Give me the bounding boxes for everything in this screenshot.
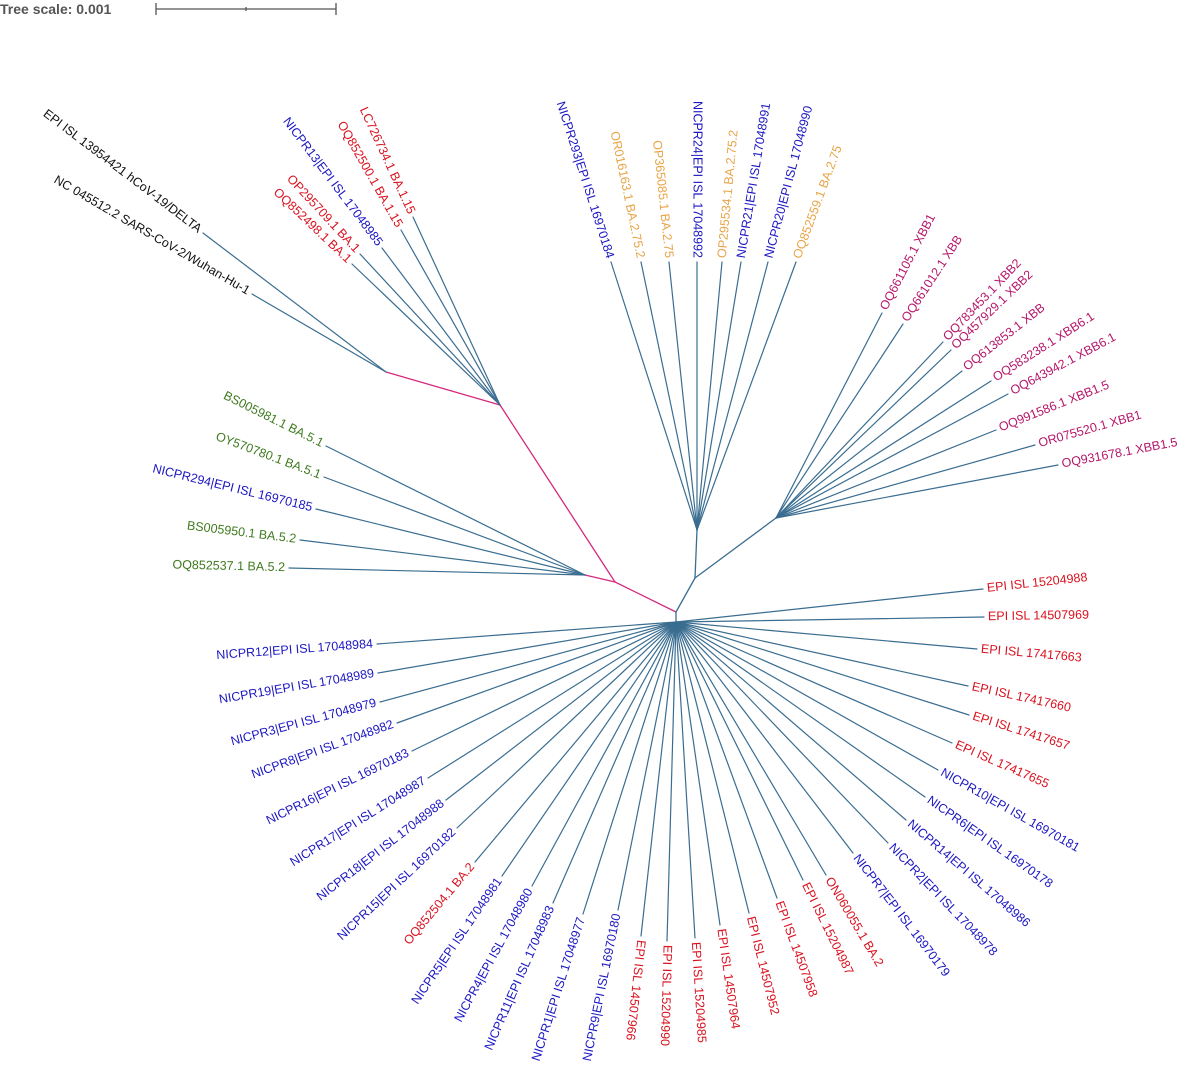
leaf-label: NICPR10|EPI ISL 16970181: [938, 765, 1082, 854]
leaf-branch: [379, 621, 677, 703]
leaf-label: EPI ISL 14507964: [714, 928, 742, 1030]
leaf-branch: [640, 261, 698, 531]
branch-ba5-clade: [584, 574, 616, 583]
branch-ba1-clade: [499, 404, 616, 583]
leaf-branch: [675, 621, 696, 939]
leaf-label: OP365085.1 BA.2.75: [650, 140, 676, 259]
leaf-label: NICPR7|EPI ISL 16970179: [850, 852, 952, 980]
leaf-label: EPI ISL 15204990: [658, 945, 675, 1046]
leaf-branch: [377, 621, 677, 674]
leaf-label: NICPR24|EPI ISL 17048992: [691, 101, 705, 258]
leaf-label: EPI ISL 17417657: [971, 709, 1072, 753]
leaf-branch: [427, 621, 677, 779]
leaf-label: OQ852537.1 BA.5.2: [172, 558, 285, 575]
leaf-branch: [675, 621, 804, 881]
leaf-branch: [675, 621, 907, 821]
leaf-label: EPI ISL 15204988: [986, 570, 1088, 595]
tree-scale: Tree scale: 0.001: [0, 1, 337, 17]
leaf-branch: [675, 621, 889, 844]
leaf-label: NICPR9|EPI ISL 16970180: [580, 912, 623, 1062]
leaf-label: NICPR19|EPI ISL 17048989: [218, 666, 375, 706]
leaf-branch: [299, 539, 586, 576]
branch-root-ba5-ba1: [614, 581, 677, 613]
leaf-branch: [775, 393, 1009, 519]
branch-xbb-clade: [694, 517, 777, 579]
leaf-branch: [400, 229, 501, 406]
leaf-branch: [323, 476, 586, 576]
leaf-branch: [696, 261, 742, 531]
leaf-branch: [315, 508, 586, 576]
leaf-branch: [288, 567, 586, 576]
leaf-branch: [775, 341, 944, 519]
leaf-branch: [445, 621, 677, 801]
leaf-branch: [696, 261, 797, 531]
leaf-label: NICPR293|EPI ISL 16970184: [554, 100, 617, 260]
leaf-branch: [456, 621, 677, 829]
leaf-branch: [666, 621, 677, 942]
leaf-branch: [202, 232, 387, 373]
leaf-label: OQ931678.1 XBB1.5: [1061, 435, 1179, 470]
leaf-branch: [501, 621, 677, 877]
leaf-label: EPI ISL 14507952: [744, 915, 782, 1016]
leaf-branch: [696, 261, 769, 531]
leaf-branch: [376, 621, 677, 645]
leaf-label: OQ661105.1 XBB1: [877, 212, 938, 313]
leaf-branch: [675, 621, 969, 687]
leaf-branch: [675, 621, 970, 716]
leaf-branch: [412, 216, 501, 406]
leaf-branch: [610, 261, 698, 531]
leaf-branch: [775, 444, 1036, 519]
tree-branches: [202, 216, 1059, 942]
branch-delta-wuhan: [385, 371, 501, 406]
leaf-branch: [668, 261, 698, 531]
leaf-branch: [675, 621, 854, 854]
leaf-branch: [411, 621, 677, 752]
leaf-branch: [675, 588, 984, 623]
leaf-label: OR016163.1 BA.2.75.2: [608, 130, 648, 259]
leaf-branch: [775, 349, 952, 519]
leaf-branch: [775, 370, 963, 519]
leaf-label: EPI ISL 17417663: [980, 642, 1082, 665]
leaf-branch: [359, 253, 501, 406]
leaf-branch: [381, 247, 501, 406]
leaf-label: EPI ISL 14507966: [623, 939, 648, 1041]
tree-scale-label: Tree scale: 0.001: [0, 1, 112, 17]
leaf-branch: [675, 621, 721, 926]
leaf-branch: [675, 621, 926, 798]
leaf-branch: [474, 621, 677, 863]
leaf-branch: [775, 312, 883, 519]
leaf-branch: [640, 621, 677, 937]
leaf-branch: [396, 621, 677, 724]
leaf-branch: [675, 621, 827, 876]
leaf-branch: [325, 445, 586, 576]
leaf-label: NICPR5|EPI ISL 17048981: [409, 875, 505, 1007]
leaf-branch: [775, 464, 1059, 519]
leaf-branch: [617, 621, 677, 911]
leaf-branch: [675, 621, 978, 650]
leaf-label: EPI ISL 17417660: [971, 679, 1073, 714]
leaf-label: NICPR12|EPI ISL 17048984: [216, 637, 374, 662]
branch-root-ba275-xbb: [675, 577, 696, 613]
leaf-label: EPI ISL 14507969: [988, 608, 1089, 624]
leaf-branch: [775, 429, 997, 519]
leaf-branch: [696, 261, 723, 531]
leaf-branch: [775, 380, 992, 519]
leaf-branch: [675, 621, 778, 899]
leaf-branch: [351, 263, 501, 406]
leaf-branch: [775, 323, 904, 519]
leaf-label: EPI ISL 15204985: [689, 942, 709, 1044]
leaf-branch: [251, 293, 387, 373]
leaf-branch: [675, 621, 750, 914]
leaf-branch: [531, 621, 677, 887]
branch-ba275-clade: [694, 529, 698, 579]
leaf-branch: [582, 621, 677, 915]
leaf-branch: [552, 621, 677, 904]
leaf-label: BS005950.1 BA.5.2: [186, 518, 297, 545]
leaf-branch: [675, 621, 953, 744]
leaf-branch: [675, 621, 939, 771]
leaf-branch: [675, 616, 985, 623]
